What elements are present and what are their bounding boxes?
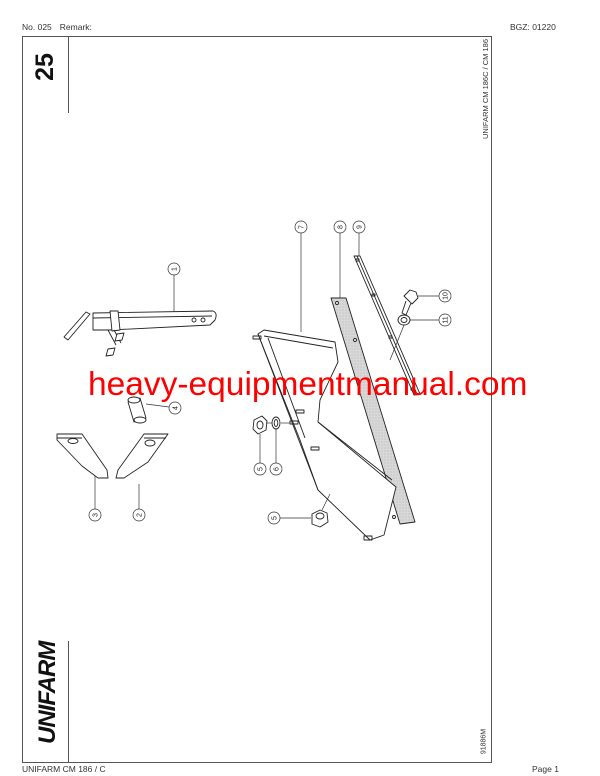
callout-7: 7 xyxy=(294,220,308,234)
part-2-knife-right xyxy=(115,433,169,479)
part-3-knife-left xyxy=(56,433,109,479)
part-1-lever-arm xyxy=(63,310,217,357)
callout-10: 10 xyxy=(438,289,452,303)
remark-label: Remark: xyxy=(59,22,92,32)
part-9-mounting-bar xyxy=(353,255,421,396)
part-10-bolt xyxy=(401,289,419,316)
svg-text:5: 5 xyxy=(258,467,265,471)
part-4-bushing xyxy=(127,396,147,424)
callout-5-lower: 5 xyxy=(267,511,281,525)
title-column-divider-top xyxy=(68,36,69,113)
part-5-nut-lower xyxy=(311,509,329,528)
svg-text:1: 1 xyxy=(172,267,179,271)
footer-page-number: Page 1 xyxy=(532,764,559,774)
svg-text:10: 10 xyxy=(443,292,450,300)
svg-text:6: 6 xyxy=(274,467,281,471)
svg-text:2: 2 xyxy=(137,513,144,517)
footer-model: UNIFARM CM 186 / C xyxy=(22,764,106,774)
svg-text:11: 11 xyxy=(443,316,450,323)
svg-text:5: 5 xyxy=(272,516,279,520)
svg-text:8: 8 xyxy=(338,225,345,229)
callout-11: 11 xyxy=(438,313,452,327)
callout-9: 9 xyxy=(352,220,366,234)
callout-4: 4 xyxy=(168,401,182,415)
header-left: No. 025 Remark: xyxy=(22,22,92,32)
callout-3: 3 xyxy=(88,508,102,522)
part-7-scraper-body xyxy=(252,329,397,541)
svg-text:4: 4 xyxy=(173,406,180,410)
callout-2: 2 xyxy=(132,508,146,522)
part-11-washer xyxy=(397,314,411,326)
part-5-nut-upper xyxy=(252,415,268,435)
svg-text:7: 7 xyxy=(299,225,306,229)
callout-1: 1 xyxy=(167,262,181,276)
callout-leaders xyxy=(94,233,439,519)
drawing-frame xyxy=(22,36,492,763)
sheet-number: No. 025 xyxy=(22,22,52,32)
bgz-code: BGZ: 01220 xyxy=(510,22,556,32)
title-column-divider-bottom xyxy=(68,641,69,763)
callout-6: 6 xyxy=(269,462,283,476)
callouts: 1 2 3 4 5 6 5 7 xyxy=(88,220,452,525)
callout-8: 8 xyxy=(333,220,347,234)
callout-5-upper: 5 xyxy=(253,462,267,476)
svg-text:9: 9 xyxy=(357,225,364,229)
svg-text:3: 3 xyxy=(93,513,100,517)
watermark-text: heavy-equipmentmanual.com xyxy=(88,366,528,403)
part-8-abrasive-strip xyxy=(330,297,416,525)
